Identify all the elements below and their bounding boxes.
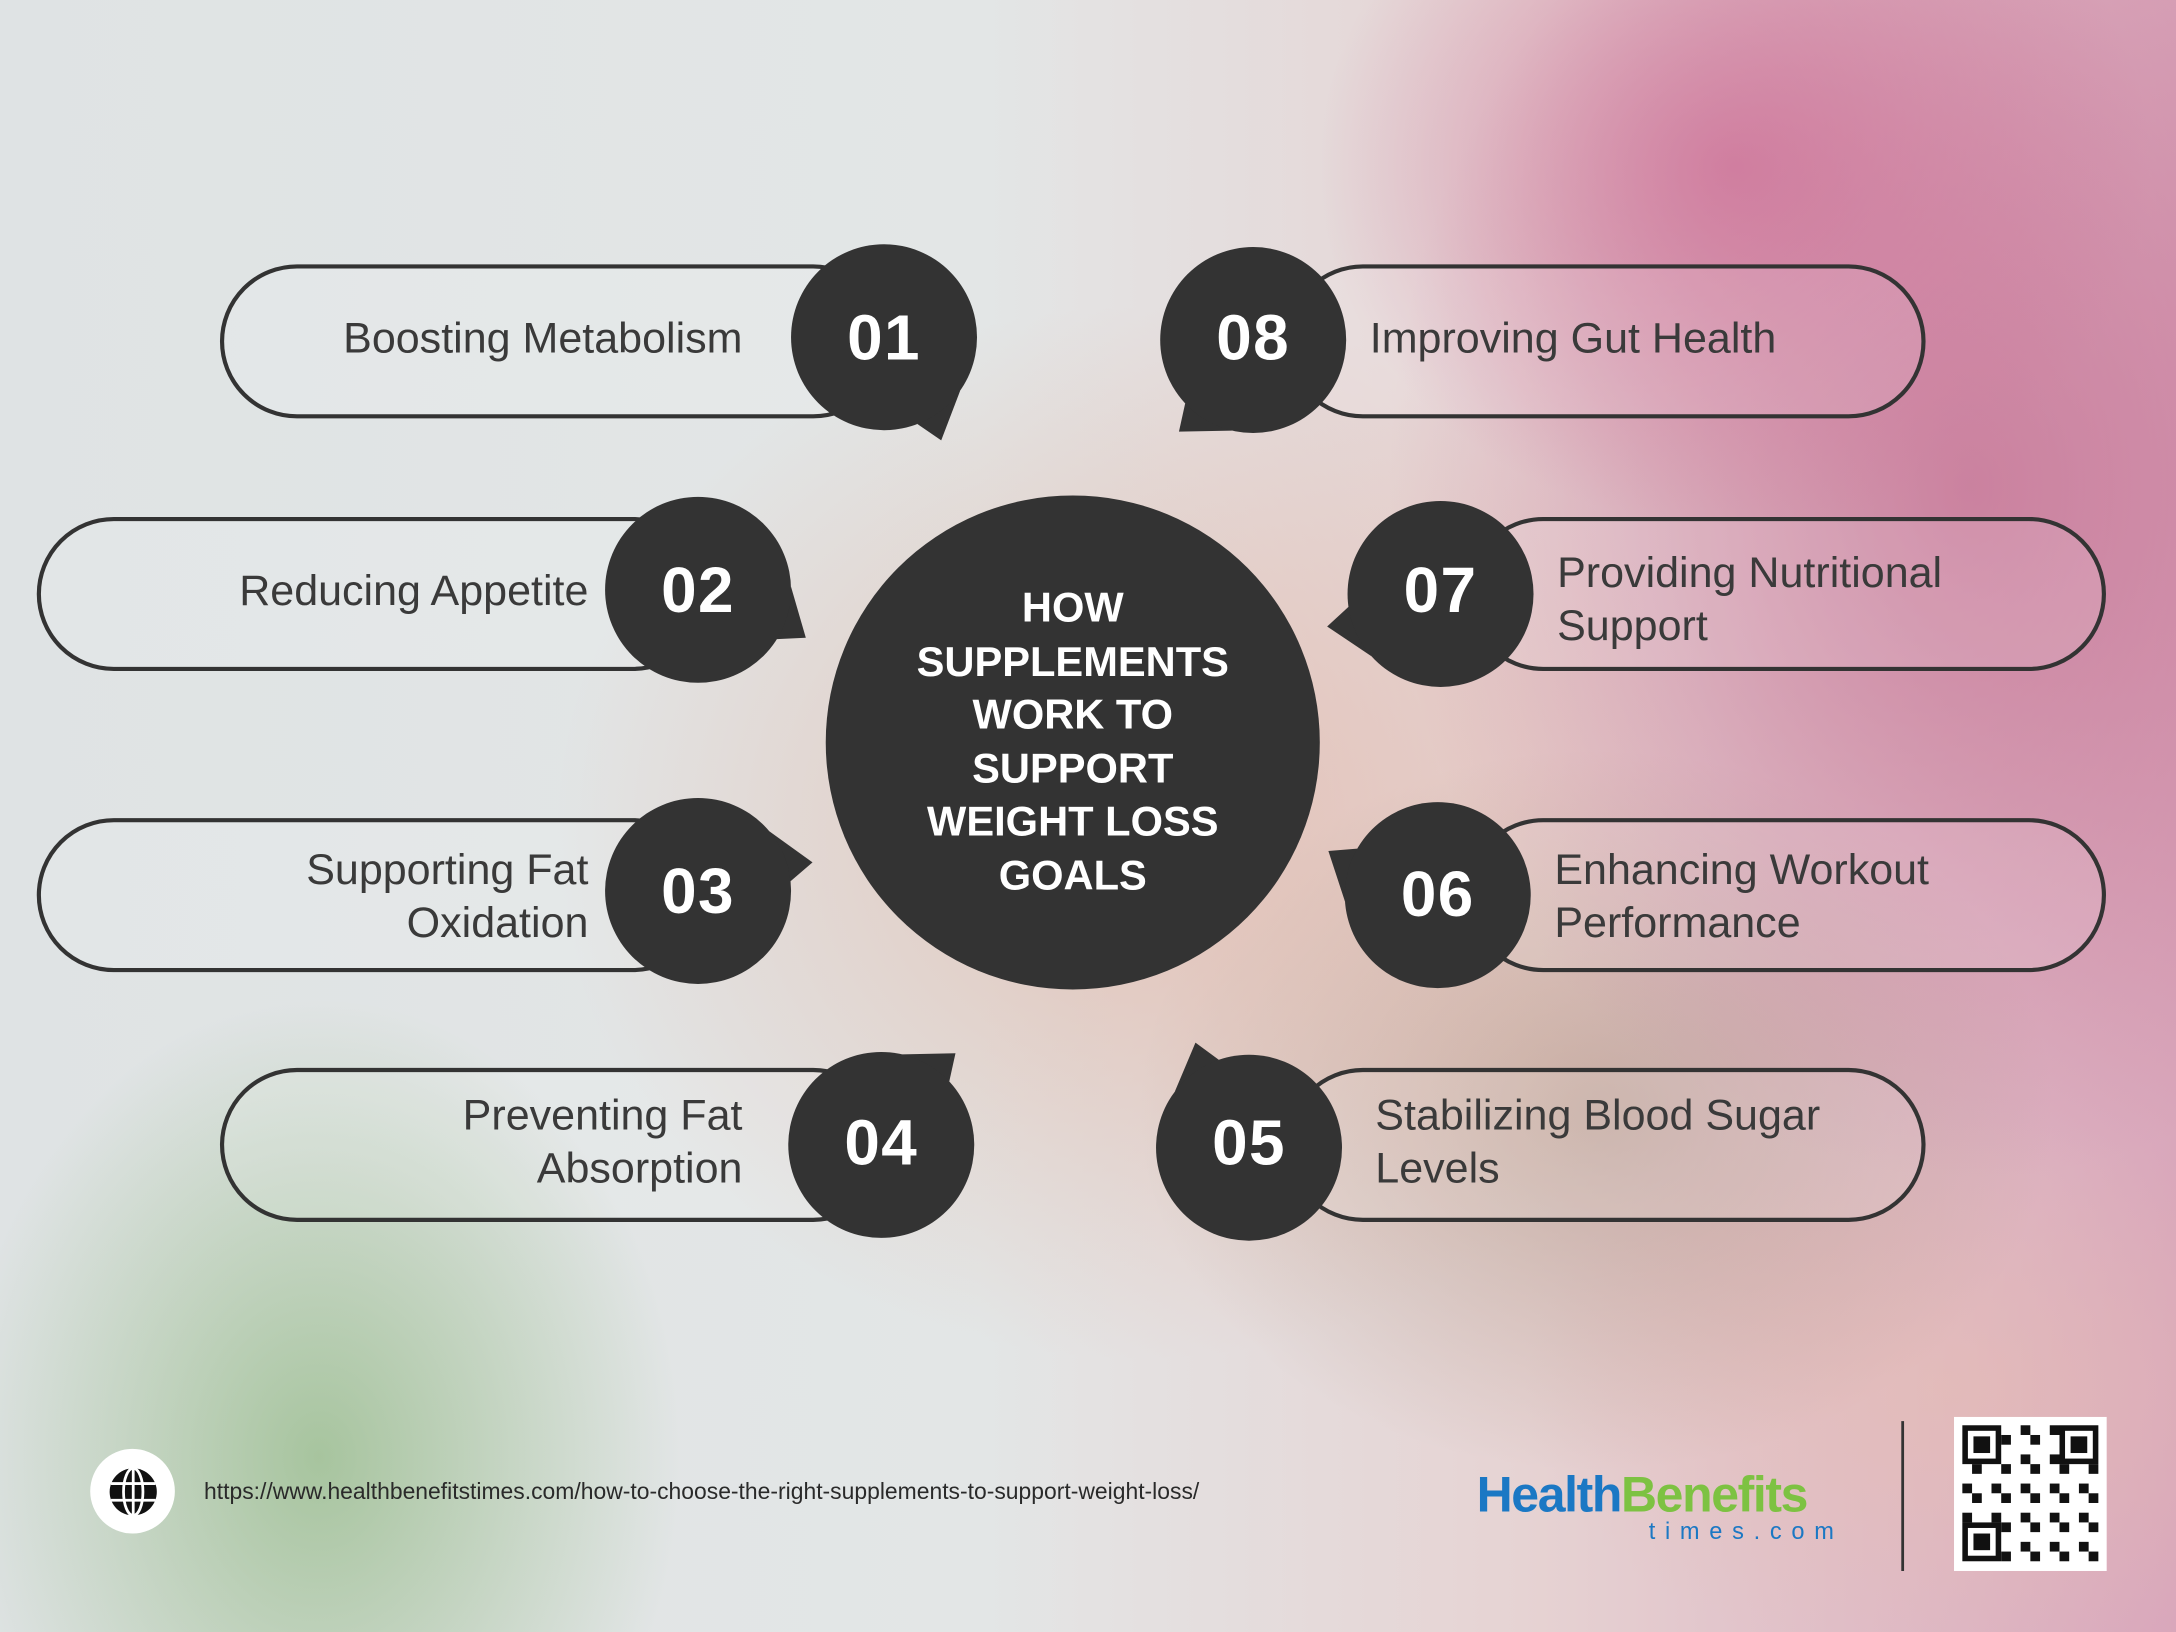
logo-health: Health	[1476, 1465, 1623, 1523]
item-label-03: Supporting Fat Oxidation	[306, 845, 589, 947]
number-badge-08	[1160, 247, 1347, 433]
center-circle	[825, 495, 1320, 990]
number-badge-05	[1156, 1054, 1343, 1241]
speech-tail-06	[1328, 848, 1358, 902]
number-badge-07	[1347, 500, 1534, 687]
speech-tail-03	[769, 831, 813, 882]
item-number-04: 04	[844, 1106, 919, 1179]
globe-icon	[90, 1448, 175, 1534]
item-number-08: 08	[1216, 301, 1291, 374]
item-number-07: 07	[1403, 553, 1478, 626]
number-badge-03	[605, 797, 792, 984]
item-number-05: 05	[1212, 1106, 1286, 1179]
number-badge-04	[788, 1051, 975, 1238]
item-number-01: 01	[847, 301, 921, 374]
logo-benefits: Benefits	[1620, 1465, 1808, 1523]
qr-code[interactable]	[1954, 1416, 2107, 1571]
speech-tail-05	[1174, 1042, 1219, 1092]
center-title: HOW SUPPLEMENTS WORK TO SUPPORT WEIGHT L…	[916, 585, 1229, 899]
speech-tail-02	[776, 586, 806, 640]
footer-divider	[1901, 1421, 1905, 1571]
number-badge-02	[605, 496, 792, 683]
item-label-08: Improving Gut Health	[1369, 313, 1777, 363]
item-label-06: Enhancing Workout Performance	[1554, 845, 1930, 947]
number-badge-06	[1344, 802, 1531, 989]
source-url[interactable]: https://www.healthbenefitstimes.com/how-…	[204, 1479, 1200, 1505]
number-badge-01	[791, 244, 978, 431]
speech-tail-07	[1327, 606, 1372, 657]
item-label-05: Stabilizing Blood Sugar Levels	[1375, 1090, 1821, 1193]
item-label-02: Reducing Appetite	[239, 566, 589, 615]
item-label-07: Providing Nutritional Support	[1557, 548, 1943, 650]
health-benefits-times-logo: HealthBenefits times.com	[1476, 1465, 1834, 1545]
item-number-06: 06	[1400, 857, 1475, 930]
logo-times: times.com	[1648, 1518, 1844, 1545]
item-label-01: Boosting Metabolism	[343, 313, 743, 363]
item-label-04: Preventing Fat Absorption	[462, 1090, 743, 1193]
item-number-03: 03	[661, 854, 735, 928]
item-number-02: 02	[661, 553, 735, 626]
